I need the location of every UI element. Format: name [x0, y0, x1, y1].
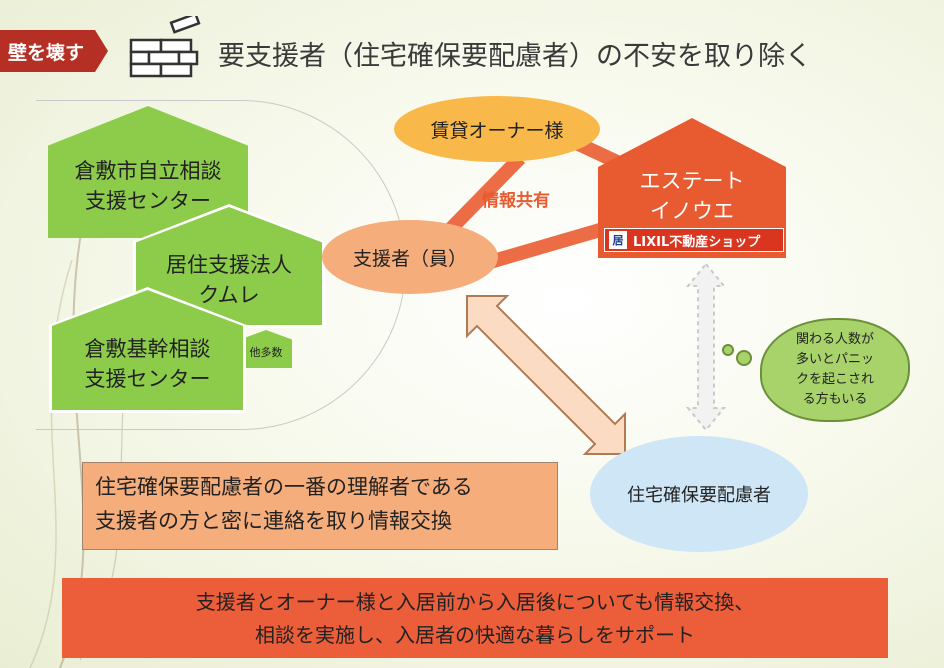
info-share-label: 情報共有 — [482, 191, 550, 211]
estate-line2: イノウエ — [650, 199, 734, 224]
org-kikan-line2: 支援センター — [84, 367, 211, 391]
estate-line1: エステート — [639, 169, 745, 193]
cloud-line4: る方もいる — [802, 392, 868, 408]
section-tag: 壁を壊す — [0, 30, 108, 72]
thought-bubble-dot — [736, 350, 752, 366]
org-kumure-line2: クムレ — [198, 283, 260, 307]
page-title: 要支援者（住宅確保要配慮者）の不安を取り除く — [218, 41, 812, 72]
box2-line2: 相談を実施し、入居者の快適な暮らしをサポート — [255, 623, 695, 647]
thought-bubble-dot — [722, 344, 734, 356]
estate-client-dashed-arrow — [685, 262, 727, 432]
org-kikan-line1: 倉敷基幹相談 — [84, 336, 211, 361]
thought-cloud: 関わる人数が 多いとパニッ クを起こされ る方もいる — [760, 318, 910, 422]
cloud-line1: 関わる人数が — [795, 331, 874, 347]
client-node: 住宅確保要配慮者 — [590, 436, 808, 552]
supporter-client-arrow — [466, 295, 626, 455]
org-kumure-line1: 居住支援法人 — [166, 252, 292, 277]
supporter-estate-link — [488, 223, 602, 269]
lixil-shop-banner: 居 LIXIL不動産ショップ — [604, 228, 784, 252]
lixil-label: LIXIL不動産ショップ — [633, 234, 761, 250]
org-jiritsu-line2: 支援センター — [85, 189, 211, 213]
owner-node: 賃貸オーナー様 — [394, 96, 600, 162]
cloud-line3: クを起こされ — [795, 372, 874, 387]
brick-wall-icon — [129, 16, 201, 78]
box2-line1: 支援者とオーナー様と入居前から入居後についても情報交換、 — [195, 590, 755, 614]
box1-line1: 住宅確保要配慮者の一番の理解者である — [95, 475, 473, 499]
others-badge: 他多数 — [240, 330, 292, 368]
understanding-note-box: 住宅確保要配慮者の一番の理解者である 支援者の方と密に連絡を取り情報交換 — [82, 462, 558, 550]
supporter-node: 支援者（員） — [322, 220, 498, 294]
lixil-logo-icon: 居 — [609, 231, 627, 249]
org-jiritsu-line1: 倉敷市自立相談 — [74, 158, 222, 183]
summary-banner: 支援者とオーナー様と入居前から入居後についても情報交換、 相談を実施し、入居者の… — [62, 578, 888, 658]
box1-line2: 支援者の方と密に連絡を取り情報交換 — [95, 508, 452, 533]
cloud-line2: 多いとパニッ — [795, 351, 874, 367]
